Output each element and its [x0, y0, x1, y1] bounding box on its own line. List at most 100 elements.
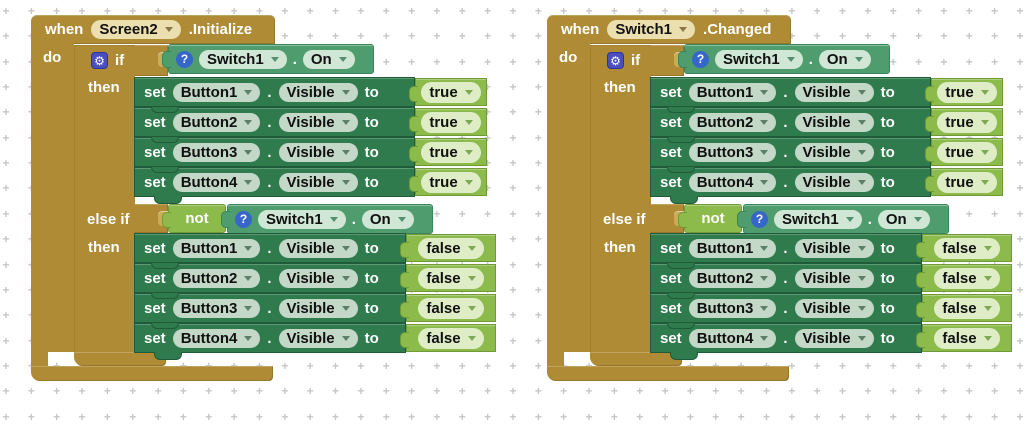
mutator-gear-icon[interactable]: ⚙	[91, 52, 108, 69]
property-dropdown[interactable]: Visible	[278, 268, 358, 288]
when-event-block[interactable]: when Screen2 .Initialize do ⚙ if then el…	[31, 15, 531, 381]
property-dropdown[interactable]: Visible	[794, 298, 874, 318]
property-dropdown[interactable]: Visible	[794, 82, 874, 102]
not-block[interactable]: not	[162, 204, 226, 233]
event-header[interactable]: when Screen2 .Initialize	[31, 15, 275, 44]
logic-dropdown[interactable]: false	[934, 267, 1000, 289]
set-block[interactable]: set Button2 . Visible to	[134, 107, 415, 137]
logic-value-block[interactable]: false	[916, 324, 1012, 352]
set-block[interactable]: set Button1 . Visible to	[134, 77, 415, 107]
logic-dropdown[interactable]: false	[934, 297, 1000, 319]
component-dropdown[interactable]: Button2	[172, 112, 261, 132]
component-dropdown[interactable]: Button3	[688, 298, 777, 318]
property-dropdown[interactable]: Visible	[278, 172, 358, 192]
question-icon[interactable]: ?	[235, 210, 252, 228]
set-block[interactable]: set Button3 . Visible to	[650, 137, 931, 167]
logic-dropdown[interactable]: true	[937, 81, 997, 103]
when-event-block[interactable]: when Switch1 .Changed do ⚙ if then else …	[547, 15, 1034, 381]
when-block-spine[interactable]	[547, 43, 590, 352]
if-block[interactable]	[590, 45, 651, 352]
component-dropdown[interactable]: Button1	[172, 82, 261, 102]
mutator-gear-icon[interactable]: ⚙	[607, 52, 624, 69]
event-component-dropdown[interactable]: Screen2	[91, 20, 181, 39]
component-dropdown[interactable]: Switch1	[774, 209, 862, 229]
property-dropdown[interactable]: Visible	[794, 142, 874, 162]
property-dropdown[interactable]: Visible	[278, 142, 358, 162]
logic-dropdown[interactable]: true	[937, 111, 997, 133]
logic-value-block[interactable]: true	[925, 138, 1003, 166]
set-block[interactable]: set Button1 . Visible to	[650, 77, 931, 107]
logic-value-block[interactable]: false	[400, 234, 496, 262]
set-block[interactable]: set Button4 . Visible to	[650, 167, 931, 197]
logic-value-block[interactable]: true	[409, 168, 487, 196]
property-dropdown[interactable]: Visible	[794, 268, 874, 288]
component-dropdown[interactable]: Button1	[688, 238, 777, 258]
set-block[interactable]: set Button3 . Visible to	[134, 293, 406, 323]
condition-getter-block[interactable]: ? Switch1 . On	[162, 44, 374, 74]
logic-value-block[interactable]: false	[400, 324, 496, 352]
component-dropdown[interactable]: Button2	[688, 112, 777, 132]
set-block[interactable]: set Button2 . Visible to	[650, 107, 931, 137]
set-block[interactable]: set Button1 . Visible to	[134, 233, 406, 263]
component-dropdown[interactable]: Switch1	[258, 209, 346, 229]
event-component-dropdown[interactable]: Switch1	[607, 20, 696, 39]
logic-dropdown[interactable]: false	[934, 237, 1000, 259]
property-dropdown[interactable]: Visible	[278, 298, 358, 318]
logic-value-block[interactable]: true	[409, 138, 487, 166]
condition-getter-block[interactable]: ? Switch1 . On	[678, 44, 890, 74]
logic-value-block[interactable]: false	[916, 264, 1012, 292]
logic-dropdown[interactable]: true	[421, 81, 481, 103]
component-dropdown[interactable]: Button1	[688, 82, 777, 102]
logic-dropdown[interactable]: true	[421, 171, 481, 193]
logic-value-block[interactable]: true	[409, 78, 487, 106]
event-header[interactable]: when Switch1 .Changed	[547, 15, 791, 44]
condition-getter-block[interactable]: ? Switch1 . On	[737, 204, 949, 234]
not-block[interactable]: not	[678, 204, 742, 233]
set-block[interactable]: set Button2 . Visible to	[650, 263, 922, 293]
logic-value-block[interactable]: true	[409, 108, 487, 136]
question-icon[interactable]: ?	[692, 50, 709, 68]
set-block[interactable]: set Button4 . Visible to	[650, 323, 922, 353]
property-dropdown[interactable]: Visible	[794, 238, 874, 258]
logic-dropdown[interactable]: true	[937, 171, 997, 193]
logic-value-block[interactable]: false	[916, 294, 1012, 322]
property-dropdown[interactable]: Visible	[794, 328, 874, 348]
logic-value-block[interactable]: false	[916, 234, 1012, 262]
logic-dropdown[interactable]: false	[418, 327, 484, 349]
set-block[interactable]: set Button4 . Visible to	[134, 167, 415, 197]
if-block[interactable]	[74, 45, 135, 352]
logic-dropdown[interactable]: true	[421, 111, 481, 133]
set-block[interactable]: set Button3 . Visible to	[134, 137, 415, 167]
property-dropdown[interactable]: Visible	[278, 112, 358, 132]
property-dropdown[interactable]: Visible	[278, 328, 358, 348]
set-block[interactable]: set Button3 . Visible to	[650, 293, 922, 323]
logic-dropdown[interactable]: false	[418, 297, 484, 319]
question-icon[interactable]: ?	[176, 50, 193, 68]
logic-dropdown[interactable]: false	[418, 237, 484, 259]
component-dropdown[interactable]: Button4	[172, 172, 261, 192]
logic-value-block[interactable]: true	[925, 78, 1003, 106]
condition-getter-block[interactable]: ? Switch1 . On	[221, 204, 433, 234]
property-dropdown[interactable]: On	[818, 49, 871, 69]
component-dropdown[interactable]: Button4	[688, 328, 777, 348]
logic-value-block[interactable]: true	[925, 168, 1003, 196]
component-dropdown[interactable]: Button4	[172, 328, 261, 348]
component-dropdown[interactable]: Switch1	[715, 49, 803, 69]
component-dropdown[interactable]: Button2	[688, 268, 777, 288]
component-dropdown[interactable]: Switch1	[199, 49, 287, 69]
set-block[interactable]: set Button1 . Visible to	[650, 233, 922, 263]
component-dropdown[interactable]: Button3	[172, 298, 261, 318]
logic-value-block[interactable]: true	[925, 108, 1003, 136]
property-dropdown[interactable]: On	[302, 49, 355, 69]
logic-value-block[interactable]: false	[400, 264, 496, 292]
logic-dropdown[interactable]: false	[418, 267, 484, 289]
logic-dropdown[interactable]: true	[421, 141, 481, 163]
property-dropdown[interactable]: On	[361, 209, 414, 229]
component-dropdown[interactable]: Button4	[688, 172, 777, 192]
question-icon[interactable]: ?	[751, 210, 768, 228]
logic-dropdown[interactable]: true	[937, 141, 997, 163]
component-dropdown[interactable]: Button3	[172, 142, 261, 162]
property-dropdown[interactable]: Visible	[794, 172, 874, 192]
logic-value-block[interactable]: false	[400, 294, 496, 322]
